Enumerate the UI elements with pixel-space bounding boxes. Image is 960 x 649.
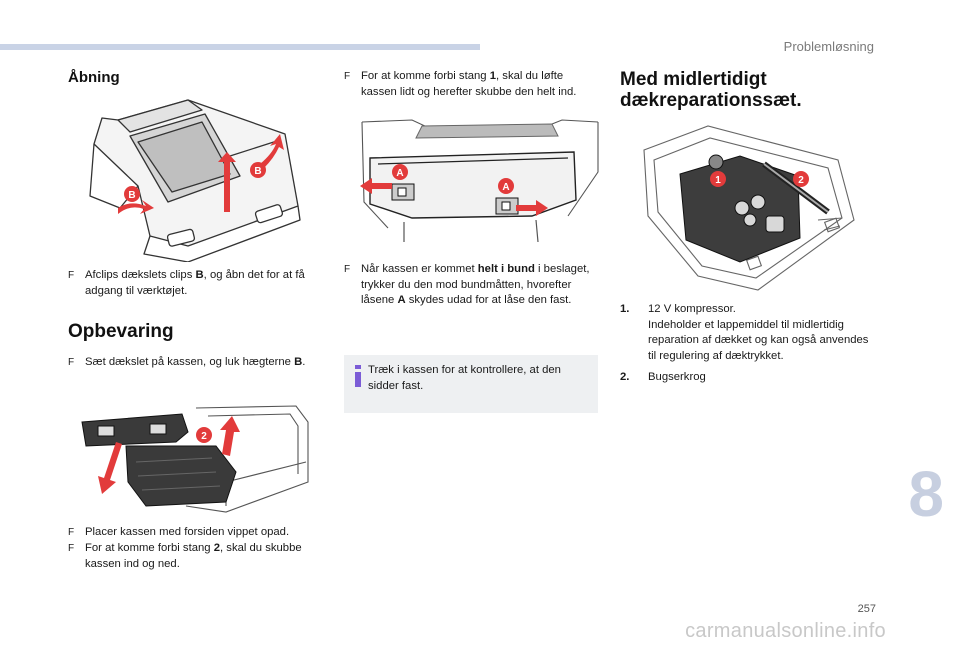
callout-b-2: B — [254, 166, 261, 177]
para-close-lid: F Sæt dækslet på kassen, og luk hægterne… — [68, 355, 330, 371]
bullet-icon: F — [68, 357, 75, 368]
illustration-lid-opening: B B — [80, 96, 312, 262]
bullet-icon: F — [344, 71, 351, 82]
list-item: 2. Bugserkrog — [620, 371, 706, 383]
callout-a-1: A — [396, 168, 403, 179]
page-number: 257 — [857, 603, 876, 615]
para-lock-box: F Når kassen er kommet helt i bund i bes… — [344, 263, 590, 306]
callout-1-kit: 1 — [715, 175, 721, 186]
callout-2-kit: 2 — [798, 175, 804, 186]
callout-2-storage: 2 — [201, 431, 207, 442]
callout-b-1: B — [128, 190, 135, 201]
bullet-icon: F — [68, 270, 75, 281]
para-lift-box: F For at komme forbi stang 1, skal du lø… — [344, 70, 577, 98]
chapter-tab — [902, 458, 960, 532]
bullet-icon: F — [344, 264, 351, 275]
kit-contents-list: 1. 12 V kompressor. Indeholder et lappem… — [620, 302, 870, 392]
list-item: 1. 12 V kompressor. Indeholder et lappem… — [620, 303, 869, 362]
heading-opbevaring: Opbevaring — [68, 321, 174, 342]
para-push-down: F For at komme forbi stang 2, skal du sk… — [68, 542, 302, 570]
section-label: Problemløsning — [783, 39, 874, 54]
heading-repair-kit: Med midlertidigt dækreparationssæt. — [620, 69, 802, 111]
para-unclip: F Afclips dækslets clips B, og åbn det f… — [68, 269, 305, 297]
info-text: Træk i kassen for at kontrollere, at den… — [368, 364, 561, 392]
top-accent-bar — [0, 44, 480, 50]
bullet-icon: F — [68, 527, 75, 538]
illustration-lock-a: A A — [352, 112, 600, 254]
para-place-box: F Placer kassen med forsiden vippet opad… — [68, 525, 330, 541]
illustration-repair-kit: 1 2 — [628, 120, 858, 294]
info-icon — [355, 365, 361, 387]
bullet-icon: F — [68, 543, 75, 554]
callout-a-2: A — [502, 182, 509, 193]
illustration-box-storage: 2 — [76, 402, 312, 516]
info-box: Træk i kassen for at kontrollere, at den… — [344, 355, 598, 413]
heading-abning: Åbning — [68, 69, 120, 86]
watermark: carmanualsonline.info — [685, 620, 886, 642]
chapter-number: 8 — [908, 458, 944, 530]
